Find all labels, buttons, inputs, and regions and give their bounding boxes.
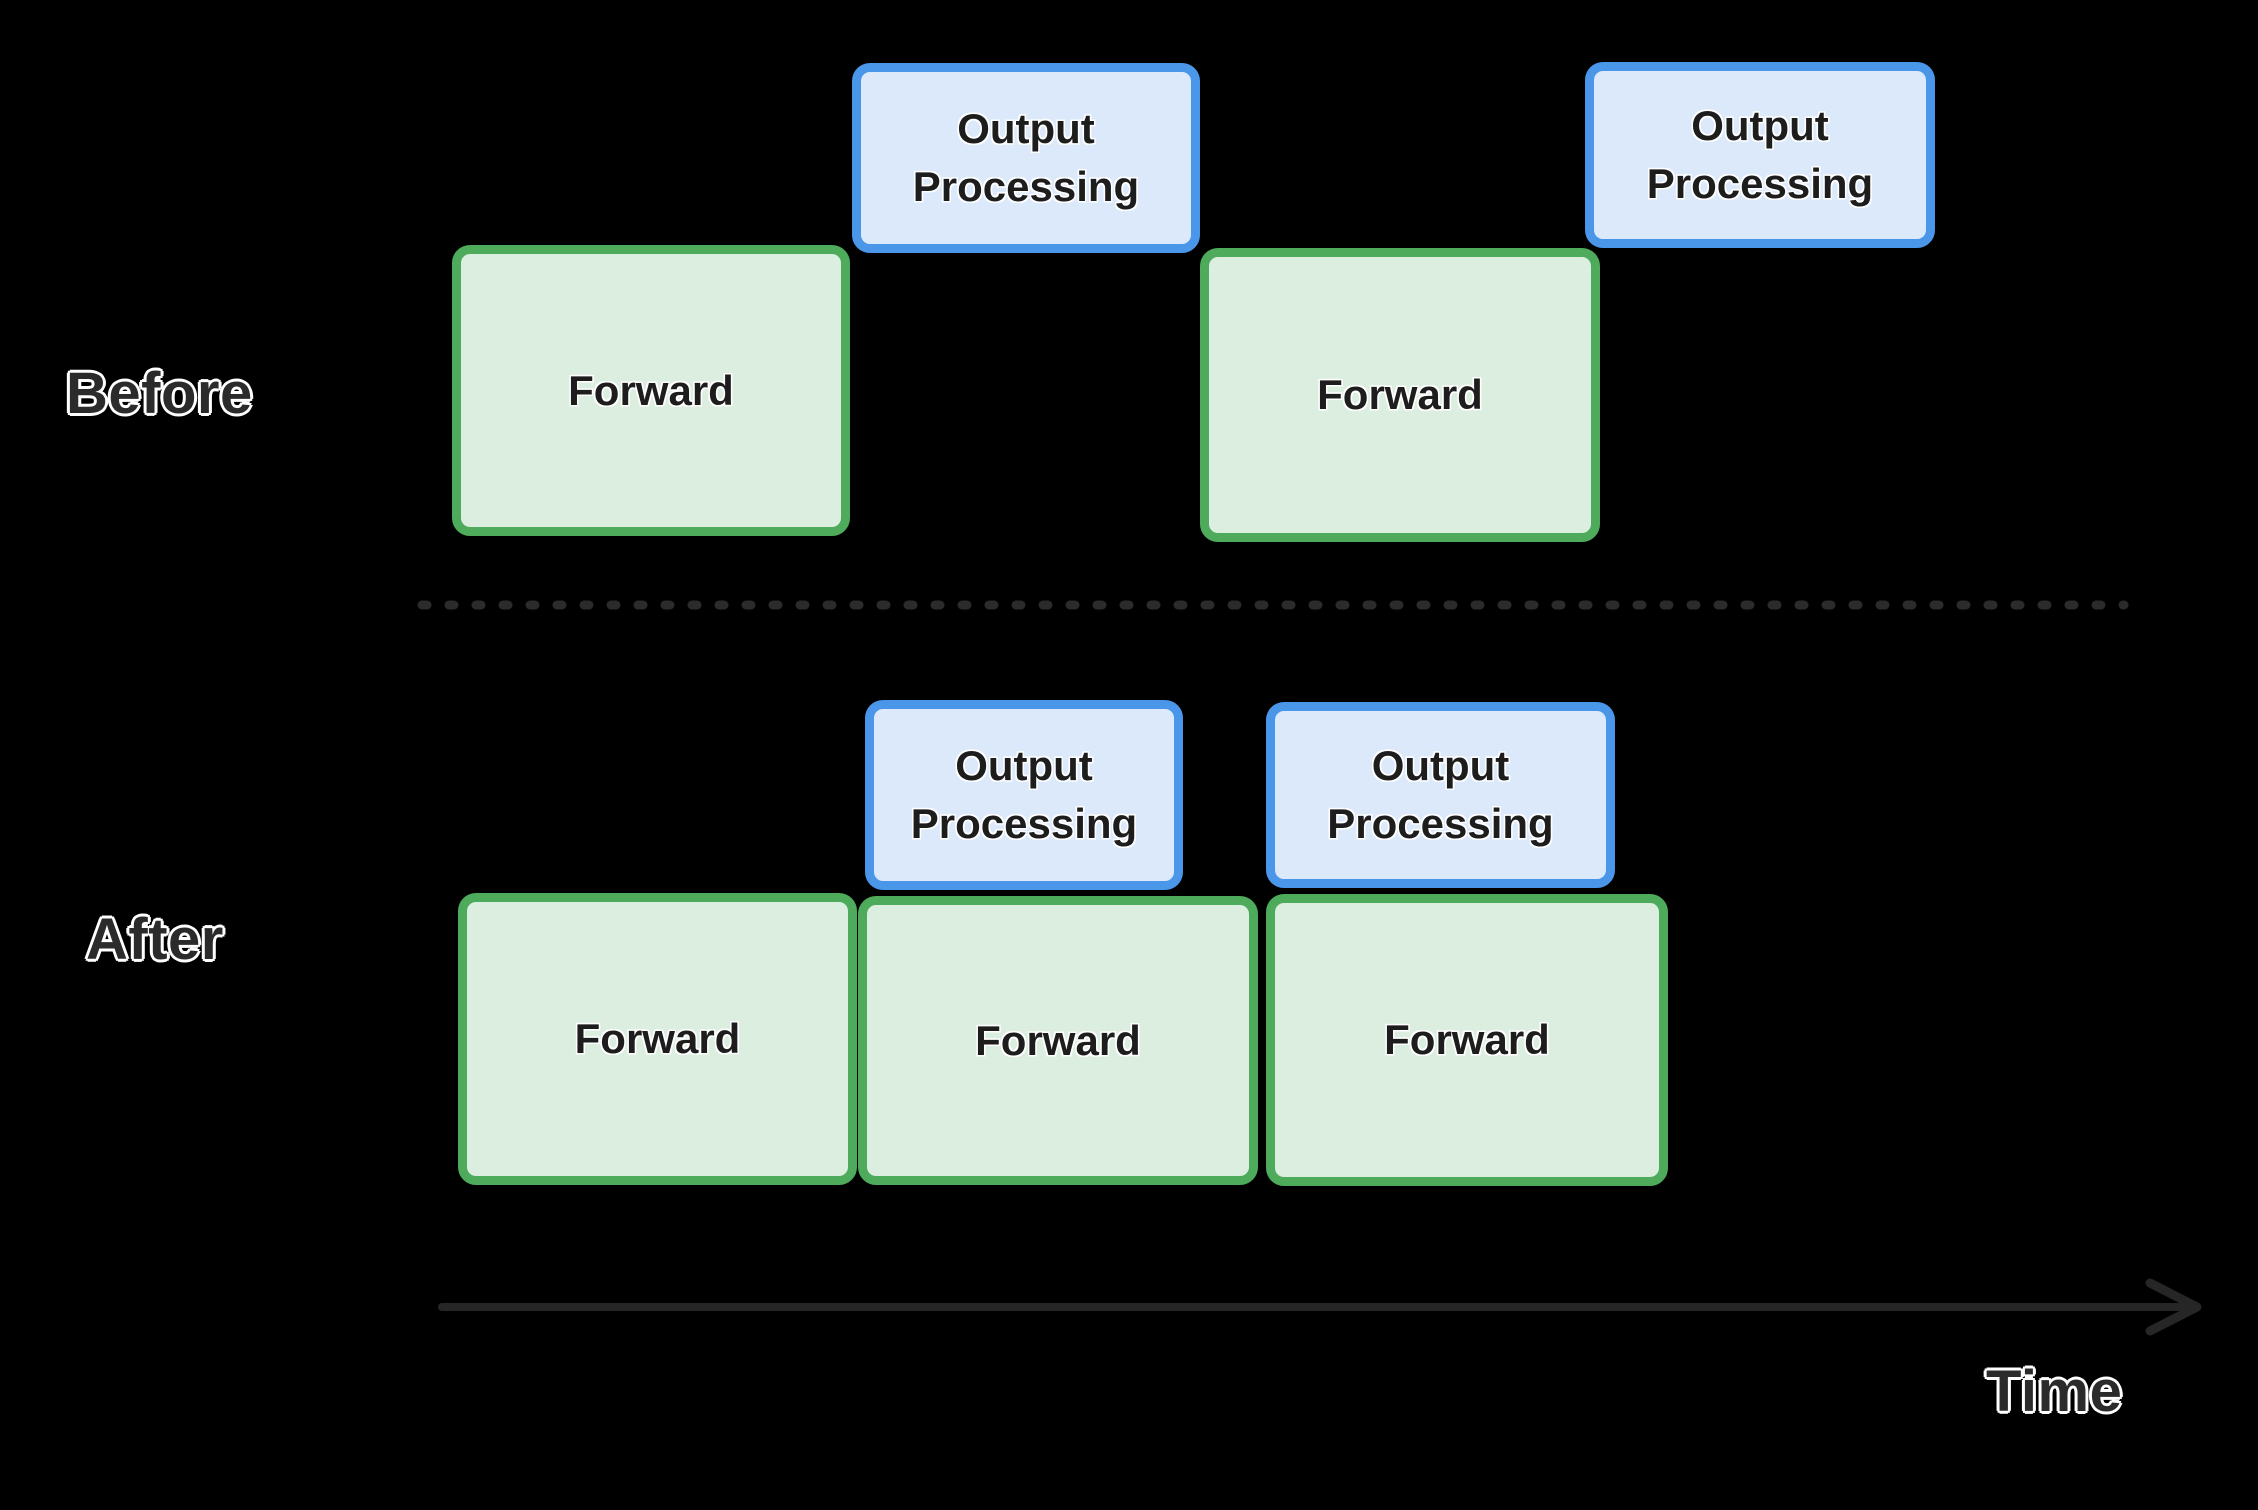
output-processing-box-before: Output Processing	[852, 63, 1200, 253]
box-label: Output Processing	[912, 105, 1140, 210]
box-label: Output Processing	[1327, 742, 1554, 847]
before-row-label: Before	[66, 361, 253, 426]
forward-box-after: Forward	[858, 896, 1258, 1185]
box-label: Output Processing	[910, 742, 1138, 847]
box-label: Output Processing	[1646, 102, 1874, 207]
box-label: Forward	[1317, 371, 1483, 419]
box-label: Forward	[1384, 1016, 1550, 1064]
time-arrow-head-icon	[2145, 1278, 2202, 1336]
forward-box-after: Forward	[458, 893, 857, 1185]
forward-box-before: Forward	[452, 245, 850, 536]
forward-box-before: Forward	[1200, 248, 1600, 542]
box-label: Forward	[975, 1016, 1141, 1064]
output-processing-box-before: Output Processing	[1585, 62, 1935, 248]
after-row-label: After	[86, 907, 224, 972]
forward-box-after: Forward	[1266, 894, 1668, 1186]
output-processing-box-after: Output Processing	[1266, 702, 1615, 888]
box-label: Forward	[574, 1015, 741, 1063]
output-processing-box-after: Output Processing	[865, 700, 1183, 890]
time-axis-label: Time	[1986, 1359, 2123, 1424]
box-label: Forward	[568, 366, 734, 414]
